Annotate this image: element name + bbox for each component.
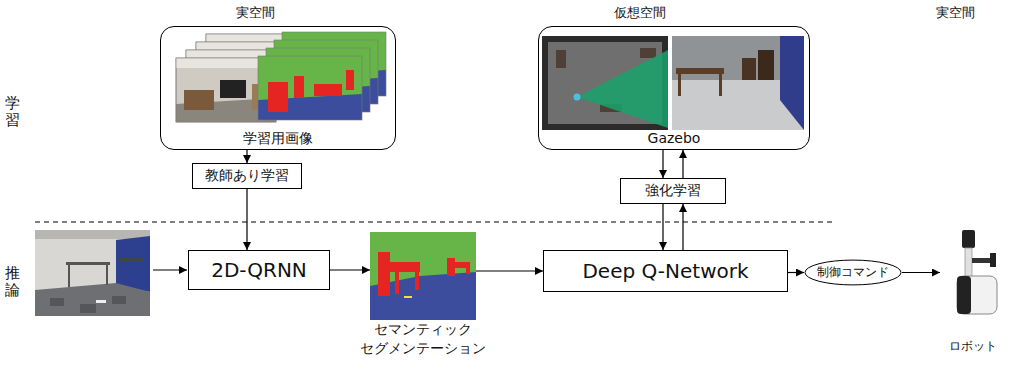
gazebo-map <box>542 36 668 130</box>
box-label: 教師あり学習 <box>205 167 289 185</box>
gazebo-map <box>577 50 668 128</box>
command-ellipse: 制御コマンド <box>804 259 902 286</box>
training-label-stack <box>258 56 362 120</box>
flow-arrow <box>330 269 370 270</box>
gazebo-render <box>742 58 756 80</box>
network-box: 2D-QRNN <box>188 250 330 290</box>
segmentation-image <box>390 262 420 272</box>
robot-figure <box>990 253 996 267</box>
input-photo <box>35 230 150 316</box>
segmentation-image <box>404 296 412 298</box>
segmentation-image <box>370 232 476 320</box>
gazebo-map <box>556 50 566 68</box>
robot-figure <box>957 276 997 314</box>
flow-arrow <box>662 204 663 250</box>
input-photo <box>96 300 106 303</box>
segmentation-image <box>415 272 419 290</box>
section-divider <box>35 221 835 222</box>
robot-figure <box>957 230 997 314</box>
flow-arrow <box>662 150 663 178</box>
gazebo-render <box>676 68 724 74</box>
gazebo-map <box>574 94 581 101</box>
input-photo <box>35 230 150 239</box>
flow-arrow <box>788 272 804 273</box>
segmentation-image <box>455 262 467 268</box>
flow-arrow <box>476 270 543 271</box>
input-photo <box>106 265 108 285</box>
input-arrow <box>153 269 187 270</box>
gazebo-render <box>758 50 774 80</box>
figure-caption: ロボット <box>942 338 1004 354</box>
segmentation-image <box>466 262 470 274</box>
panel-caption: 学習用画像 <box>243 130 313 148</box>
row-label: 学習 <box>5 95 20 128</box>
robot-figure <box>957 276 971 314</box>
panel-caption: Gazebo <box>648 130 701 148</box>
robot-figure <box>965 248 972 278</box>
gazebo-map <box>640 48 656 58</box>
robot-figure <box>962 230 975 248</box>
flow-arrow <box>902 272 940 273</box>
input-photo <box>68 265 70 287</box>
input-photo <box>50 298 64 306</box>
flow-arrow <box>682 204 683 250</box>
training-label-stack <box>258 32 386 120</box>
box-label: 強化学習 <box>645 182 701 200</box>
ellipse-outline <box>805 260 901 285</box>
segmentation-image <box>395 272 399 294</box>
input-photo <box>116 236 150 292</box>
box-label: Deep Q-Network <box>582 259 748 284</box>
segmentation-image <box>378 252 390 296</box>
process-box: 教師あり学習 <box>192 163 302 189</box>
gazebo-render <box>678 74 681 96</box>
column-header: 実空間 <box>936 4 975 22</box>
input-photo <box>112 296 126 304</box>
input-photo <box>80 304 96 313</box>
segmentation-output: セマンティック セグメンテーション <box>370 232 476 368</box>
column-header: 仮想空間 <box>614 4 666 22</box>
flow-arrow <box>246 189 247 250</box>
gazebo-render <box>672 36 804 130</box>
ellipse-label: 制御コマンド <box>817 265 889 280</box>
input-photo <box>120 258 144 261</box>
simulator-panel: Gazebo <box>538 26 810 150</box>
input-photo <box>35 230 150 316</box>
gazebo-render <box>780 36 804 130</box>
process-box: 強化学習 <box>620 178 726 204</box>
gazebo-map <box>542 36 668 130</box>
box-label: 2D-QRNN <box>211 258 307 283</box>
network-box: Deep Q-Network <box>543 250 788 292</box>
segmentation-image <box>447 258 455 276</box>
figure-caption: セマンティック セグメンテーション <box>353 320 493 358</box>
input-photo <box>35 283 150 316</box>
image-panel: 学習用画像 <box>160 26 396 150</box>
gazebo-render <box>719 74 722 96</box>
flow-arrow <box>682 150 683 178</box>
row-label: 推論 <box>5 265 20 298</box>
robot-figure <box>972 258 992 263</box>
column-header: 実空間 <box>236 4 275 22</box>
gazebo-render <box>672 36 804 130</box>
input-photo <box>66 262 110 265</box>
segmentation-image <box>370 232 476 320</box>
robot-node: ロボット <box>940 226 1006 356</box>
flow-arrow <box>246 150 247 163</box>
